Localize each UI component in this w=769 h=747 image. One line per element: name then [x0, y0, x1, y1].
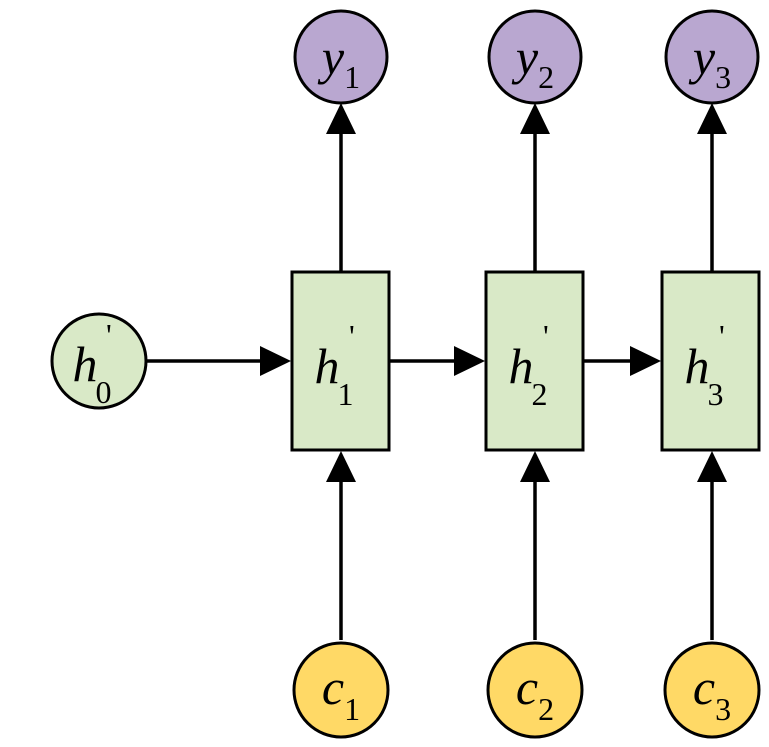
initial-state-circle [50, 312, 148, 410]
hidden-cell-3: h3 ' [660, 270, 761, 452]
hidden-cell-box [484, 270, 585, 452]
input-node-1: c1 [292, 641, 390, 739]
hidden-cell-1: h1 ' [290, 270, 391, 452]
arrow-h2-to-h3 [583, 346, 661, 376]
arrow-c1-to-h1 [326, 451, 356, 640]
output-label: y2 [511, 29, 554, 95]
hidden-cell-label: h3 [685, 338, 724, 412]
arrow-c2-to-h2 [520, 451, 550, 640]
input-node-3: c3 [663, 641, 761, 739]
input-circle [292, 641, 390, 739]
output-node-2: y2 [487, 9, 583, 105]
hidden-cell-prime: ' [543, 318, 549, 354]
hidden-cell-box [660, 270, 761, 452]
arrow-h1-to-y1 [326, 103, 356, 271]
initial-state-label: h0 [73, 336, 112, 410]
hidden-cell-label: h2 [509, 338, 548, 412]
initial-state-node: h0 ' [50, 312, 148, 410]
arrow-h2-to-y2 [520, 103, 550, 271]
arrow-c3-to-h3 [697, 451, 727, 640]
output-label: y1 [317, 29, 360, 95]
output-circle [664, 9, 760, 105]
output-circle [293, 9, 389, 105]
input-label: c1 [322, 659, 360, 727]
hidden-cell-prime: ' [719, 318, 725, 354]
arrow-h0-to-h1 [146, 346, 291, 376]
hidden-cell-prime: ' [349, 318, 355, 354]
arrows [146, 103, 727, 640]
input-circle [486, 641, 584, 739]
input-node-2: c2 [486, 641, 584, 739]
hidden-cell-box [290, 270, 391, 452]
arrow-h1-to-h2 [389, 346, 485, 376]
output-node-3: y3 [664, 9, 760, 105]
arrow-h3-to-y3 [697, 103, 727, 271]
output-label: y3 [688, 29, 731, 95]
input-circle [663, 641, 761, 739]
input-label: c3 [693, 659, 731, 727]
output-node-1: y1 [293, 9, 389, 105]
hidden-cell-2: h2 ' [484, 270, 585, 452]
initial-state-prime: ' [106, 317, 112, 353]
input-label: c2 [516, 659, 554, 727]
output-circle [487, 9, 583, 105]
hidden-cell-label: h1 [315, 338, 354, 412]
